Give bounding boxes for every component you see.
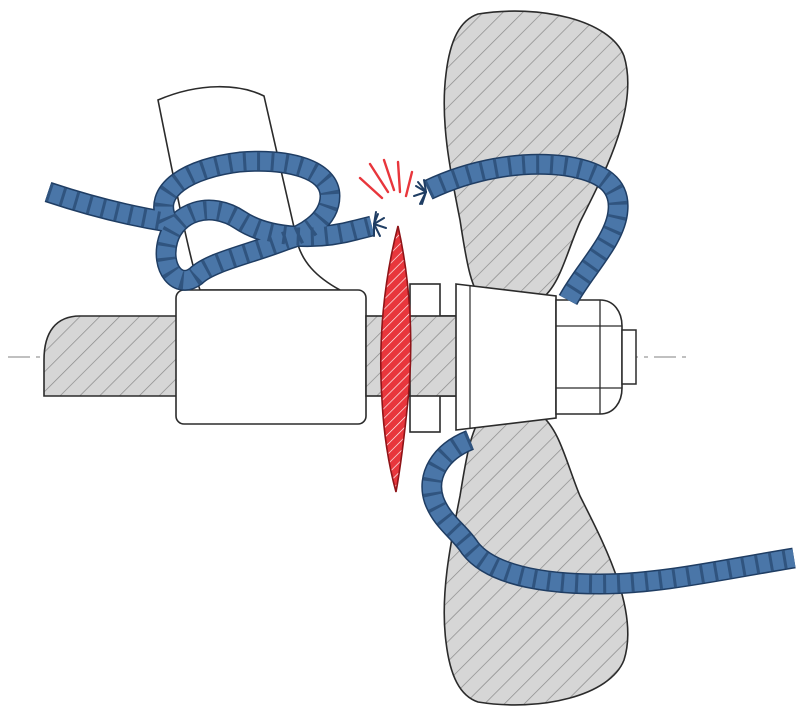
rope-left-loop: [44, 150, 387, 291]
rope-twist-bands: [422, 431, 796, 593]
propeller-hub: [455, 283, 557, 431]
cut-spark-lines: [358, 158, 414, 200]
rope-frayed-end: [413, 191, 427, 197]
cutter-blade: [379, 225, 412, 493]
propeller-nut: [555, 299, 623, 415]
shaft-section: [43, 315, 181, 397]
rope-bottom-strand: [421, 430, 796, 595]
nut-tip: [621, 329, 637, 385]
bearing-housing: [175, 289, 367, 425]
rope-twist-bands: [45, 152, 375, 290]
rope-right-strand: [413, 153, 629, 306]
propeller-blade-bottom: [443, 409, 629, 706]
rope-frayed-end: [373, 211, 377, 225]
rope-frayed-end: [373, 223, 387, 229]
rope-frayed-end: [423, 179, 427, 193]
rope-frayed-end: [415, 185, 427, 193]
rope-frayed-end: [373, 217, 385, 225]
rope-twist-bands: [424, 155, 628, 305]
rope-frayed-end: [421, 191, 427, 205]
